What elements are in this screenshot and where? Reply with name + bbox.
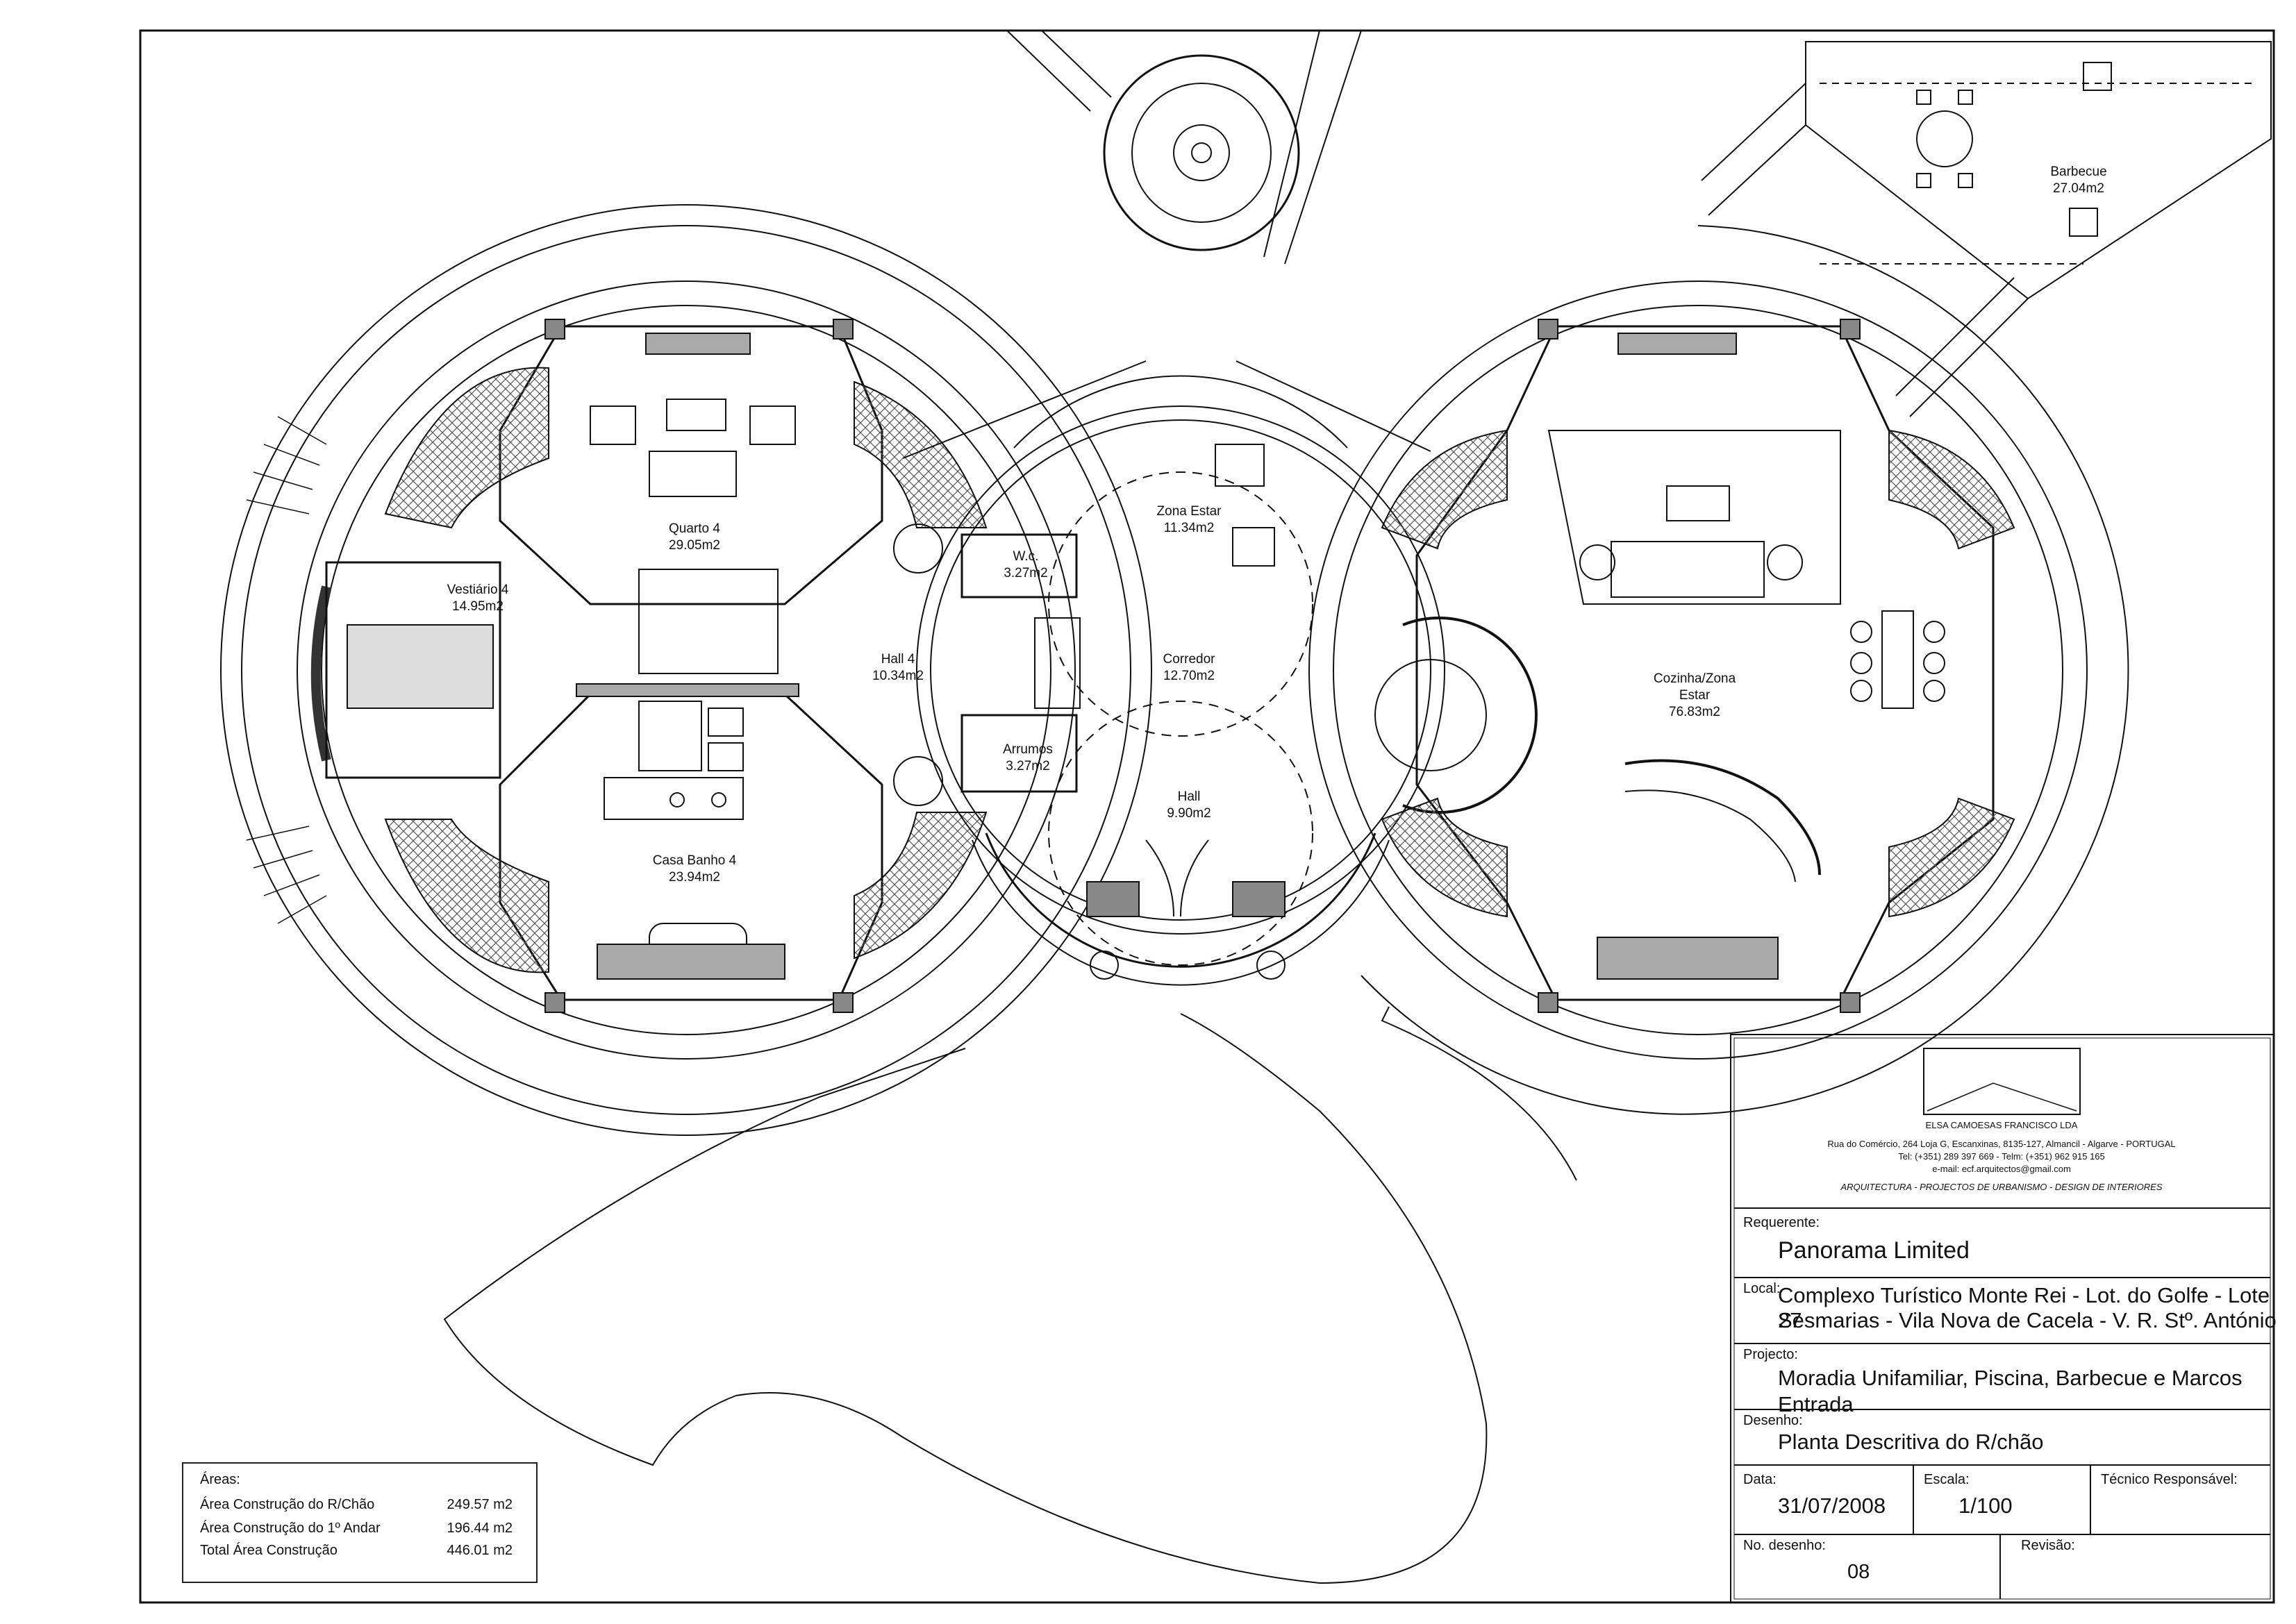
company-email: e-mail: ecf.arquitectos@gmail.com: [1932, 1164, 2071, 1174]
company-phones: Tel: (+351) 289 397 669 - Telm: (+351) 9…: [1898, 1151, 2105, 1162]
central-circle-outline: [893, 54, 1538, 986]
local-line2: Sesmarias - Vila Nova de Cacela - V. R. …: [1778, 1308, 2277, 1332]
room-label-wc: W.c.3.27m2: [1004, 549, 1048, 580]
areas-title: Áreas:: [200, 1472, 240, 1487]
company-logo: [1923, 1048, 2081, 1115]
company-address: Rua do Comércio, 264 Loja G, Escanxinas,…: [1827, 1139, 2176, 1149]
local-line1: Complexo Turístico Monte Rei - Lot. do G…: [1778, 1283, 2270, 1332]
areas-summary-box: Áreas: Área Construção do R/Chão 249.57 …: [182, 1462, 538, 1583]
data-label: Data:: [1743, 1472, 1777, 1487]
desenho-label: Desenho:: [1743, 1413, 1803, 1428]
escala-value: 1/100: [1958, 1493, 2013, 1518]
right-wing-outline: [1308, 225, 2129, 1115]
company-tagline: ARQUITECTURA - PROJECTOS DE URBANISMO - …: [1840, 1182, 2163, 1192]
escala-label: Escala:: [1924, 1472, 1970, 1487]
projecto-value: Moradia Unifamiliar, Piscina, Barbecue e…: [1778, 1366, 2243, 1416]
revisao-label: Revisão:: [2021, 1538, 2075, 1553]
bed: [638, 569, 779, 674]
requerente-value: Panorama Limited: [1778, 1237, 1970, 1264]
no-desenho-value: 08: [1847, 1561, 1870, 1583]
barbecue-area: [1701, 41, 2272, 417]
no-desenho-label: No. desenho:: [1743, 1538, 1826, 1553]
driveway-curve: [443, 30, 1577, 1584]
title-block-frame: [1730, 1034, 2274, 1603]
local-label: Local:: [1743, 1281, 1781, 1296]
quarto-octagon: [499, 325, 883, 605]
left-wing-outline: [220, 204, 1152, 1136]
data-value: 31/07/2008: [1778, 1493, 1886, 1518]
sheet-border: [139, 29, 2275, 1604]
company-name: ELSA CAMOESAS FRANCISCO LDA: [1925, 1120, 2078, 1130]
tecnico-label: Técnico Responsável:: [2101, 1472, 2238, 1487]
requerente-label: Requerente:: [1743, 1215, 1820, 1230]
desenho-value: Planta Descritiva do R/chão: [1778, 1430, 2044, 1454]
projecto-label: Projecto:: [1743, 1347, 1798, 1362]
vestiario-block: [325, 561, 501, 779]
